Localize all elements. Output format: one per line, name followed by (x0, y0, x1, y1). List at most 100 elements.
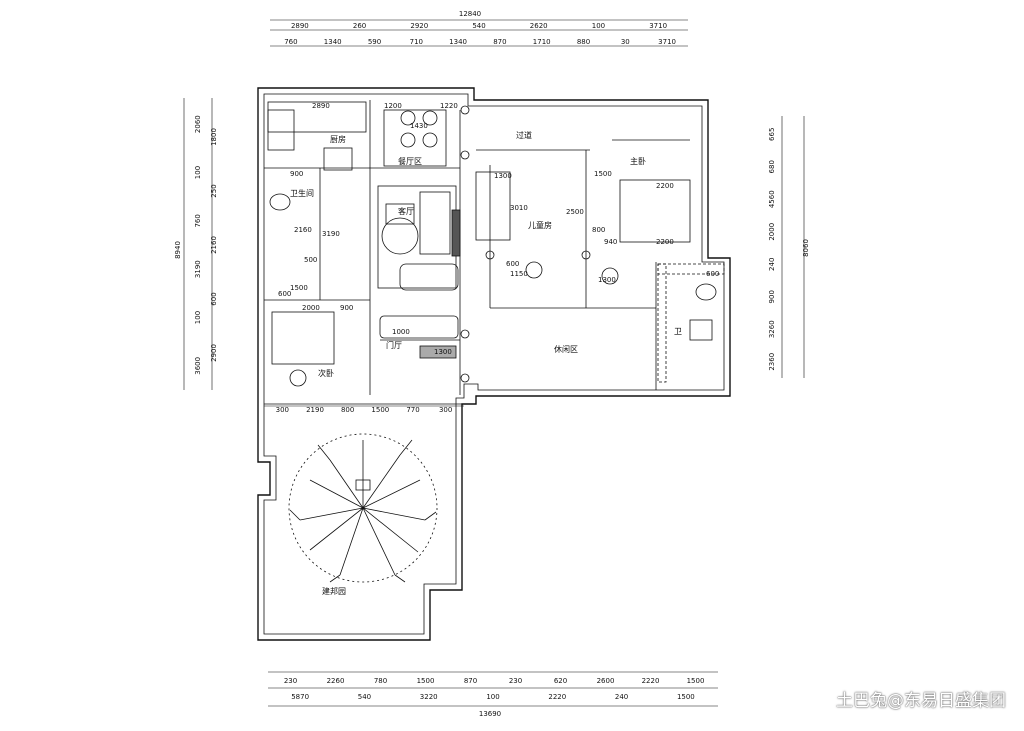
dim-label: 3190 (194, 260, 202, 278)
room-second-bedroom: 次卧 (318, 368, 334, 378)
dim-label: 1800 (210, 128, 218, 146)
dim-label: 2190 (306, 406, 324, 414)
dim-right-total: 8060 (802, 239, 810, 257)
dim-label: 230 (509, 677, 522, 685)
room-corridor: 过道 (516, 130, 532, 140)
dim-label: 2000 (768, 223, 776, 241)
dim-label: 870 (493, 38, 506, 46)
dim-label: 1200 (384, 102, 402, 110)
dim-label: 665 (768, 128, 776, 141)
dim-label: 1150 (510, 270, 528, 278)
dim-label: 900 (340, 304, 353, 312)
dim-label: 2160 (210, 236, 218, 254)
dim-label: 2220 (548, 693, 566, 701)
dim-label: 900 (768, 290, 776, 303)
dim-label: 300 (439, 406, 452, 414)
dim-label: 760 (284, 38, 297, 46)
dim-label: 620 (554, 677, 567, 685)
dim-label: 2160 (294, 226, 312, 234)
dim-label: 1500 (417, 677, 435, 685)
dim-label: 1300 (494, 172, 512, 180)
dim-label: 240 (768, 258, 776, 271)
dim-label: 3710 (658, 38, 676, 46)
dim-label: 30 (621, 38, 630, 46)
dim-label: 600 (278, 290, 291, 298)
dim-label: 1000 (392, 328, 410, 336)
dim-label: 500 (304, 256, 317, 264)
dim-label: 2920 (410, 22, 428, 30)
dim-label: 3600 (194, 357, 202, 375)
dim-label: 2200 (656, 182, 674, 190)
dim-label: 100 (486, 693, 499, 701)
dim-label: 780 (374, 677, 387, 685)
room-leisure: 休闲区 (554, 344, 578, 354)
dim-label: 1710 (533, 38, 551, 46)
room-bath2: 卫 (674, 327, 682, 336)
dim-label: 300 (276, 406, 289, 414)
dim-label: 260 (353, 22, 366, 30)
dim-label: 100 (194, 311, 202, 324)
dim-label: 600 (210, 292, 218, 305)
dim-label: 600 (506, 260, 519, 268)
dim-label: 1500 (677, 693, 695, 701)
dim-label: 2220 (642, 677, 660, 685)
dim-label: 760 (194, 214, 202, 227)
watermark: 土巴兔@东易日盛集团 (836, 691, 1006, 711)
dim-label: 2360 (768, 353, 776, 371)
dim-label: 240 (615, 693, 628, 701)
room-master-bedroom: 主卧 (630, 156, 646, 166)
dim-label: 2600 (597, 677, 615, 685)
dim-label: 1300 (598, 276, 616, 284)
dim-label: 2200 (656, 238, 674, 246)
dim-label: 3220 (420, 693, 438, 701)
dim-label: 2260 (327, 677, 345, 685)
dim-label: 250 (210, 184, 218, 197)
room-kitchen: 厨房 (330, 134, 346, 144)
room-bath1: 卫生间 (290, 188, 314, 198)
dim-label: 800 (592, 226, 605, 234)
dim-label: 1500 (371, 406, 389, 414)
dim-label: 590 (368, 38, 381, 46)
dim-label: 2890 (312, 102, 330, 110)
dim-label: 1340 (324, 38, 342, 46)
dim-label: 1500 (594, 170, 612, 178)
dim-label: 3710 (649, 22, 667, 30)
dim-bottom-total: 13690 (479, 710, 501, 718)
room-dining: 餐厅区 (398, 157, 422, 166)
dim-label: 4560 (768, 190, 776, 208)
dim-label: 1340 (449, 38, 467, 46)
dim-top-total: 12840 (459, 10, 481, 18)
dim-label: 870 (464, 677, 477, 685)
dim-label: 2000 (302, 304, 320, 312)
dim-label: 680 (768, 160, 776, 173)
dim-label: 600 (706, 270, 719, 278)
room-living: 客厅 (398, 206, 414, 216)
dim-label: 230 (284, 677, 297, 685)
dim-label: 880 (577, 38, 590, 46)
dim-label: 1220 (440, 102, 458, 110)
tree-icon (288, 433, 438, 583)
dim-label: 770 (406, 406, 419, 414)
room-garden: 建邦园 (322, 586, 346, 596)
dim-label: 5870 (291, 693, 309, 701)
dim-label: 3260 (768, 320, 776, 338)
dim-label: 2060 (194, 115, 202, 133)
dim-label: 1430 (410, 122, 428, 130)
dim-label: 2620 (530, 22, 548, 30)
dim-label: 1500 (290, 284, 308, 292)
dim-label: 940 (604, 238, 617, 246)
dim-label: 900 (290, 170, 303, 178)
room-entrance: 门厅 (386, 340, 402, 350)
dim-label: 540 (358, 693, 371, 701)
dim-label: 3010 (510, 204, 528, 212)
dim-label: 1300 (434, 348, 452, 356)
room-kids: 儿童房 (528, 220, 552, 230)
dim-label: 540 (472, 22, 485, 30)
dim-label: 100 (194, 166, 202, 179)
dim-label: 2890 (291, 22, 309, 30)
dim-label: 2900 (210, 344, 218, 362)
dim-label: 3190 (322, 230, 340, 238)
dim-label: 1500 (687, 677, 705, 685)
dim-label: 2500 (566, 208, 584, 216)
